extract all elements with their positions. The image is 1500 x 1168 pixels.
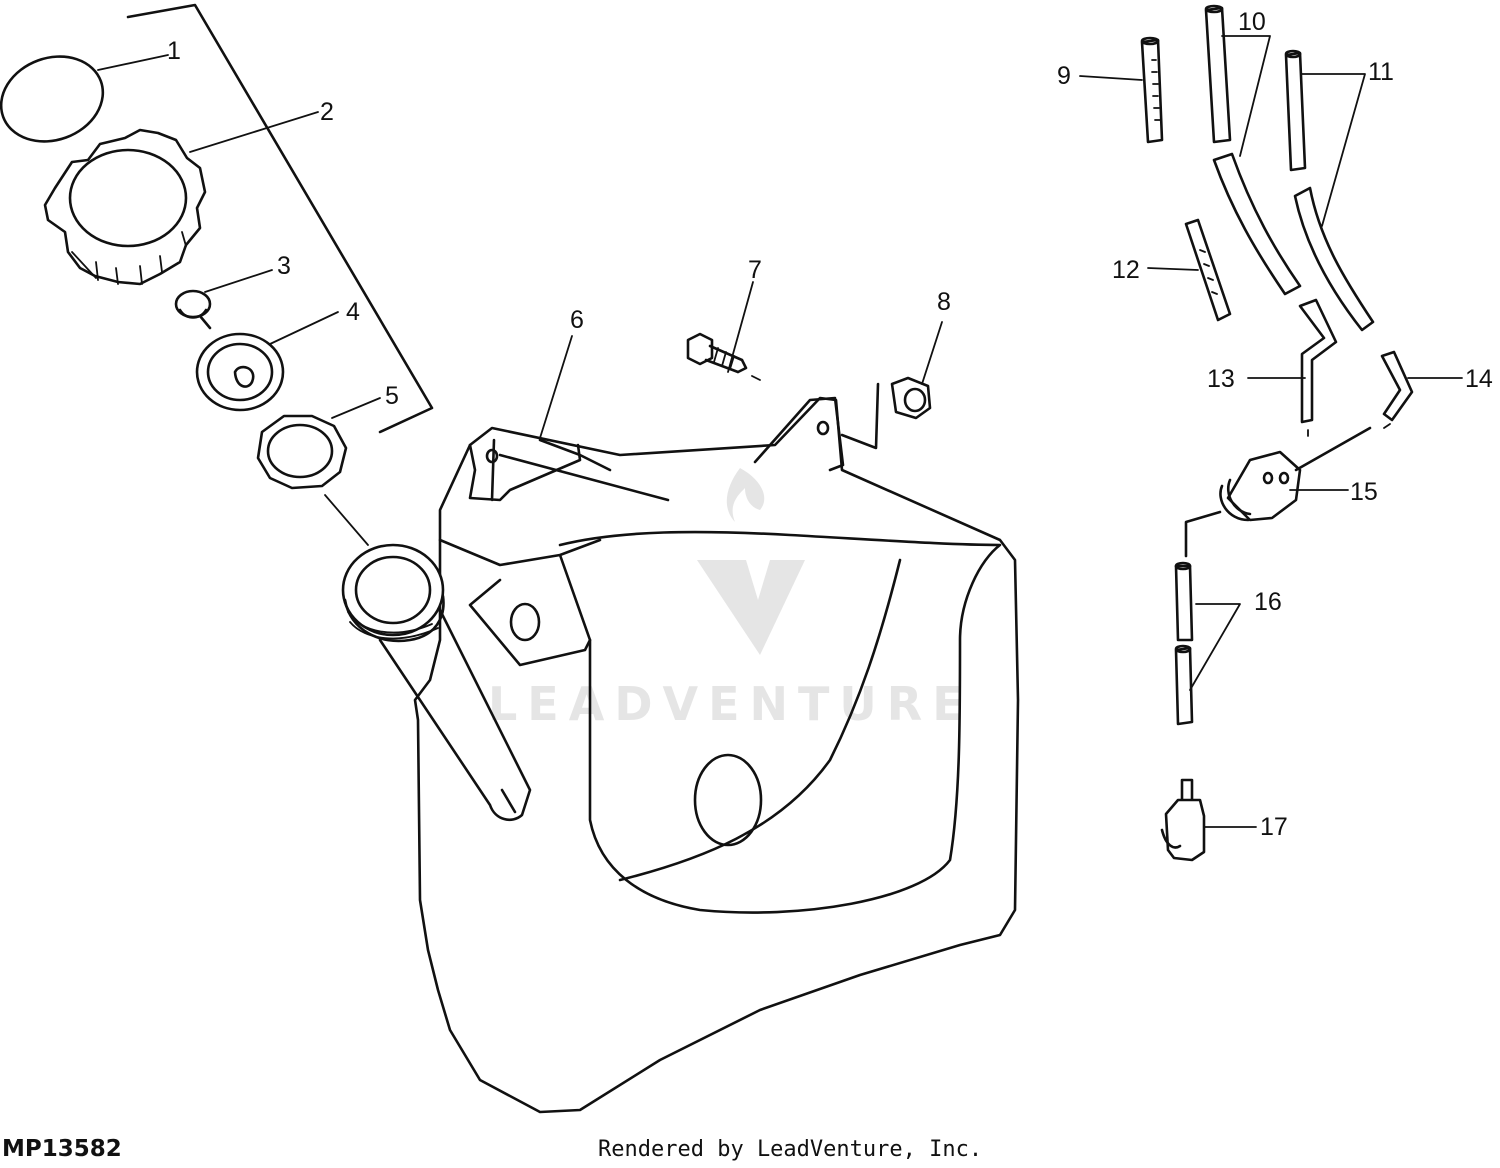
part-7-bolt — [686, 332, 761, 381]
watermark-text: LEADVENTURE — [488, 677, 974, 731]
part-6-fuel-tank — [341, 396, 1020, 1114]
callout-2: 2 — [320, 98, 334, 126]
figure-id: MP13582 — [2, 1136, 122, 1162]
part-12-hose — [1184, 218, 1232, 322]
part-10-hoses — [1204, 4, 1302, 296]
callout-17: 17 — [1260, 813, 1288, 841]
callout-14: 14 — [1465, 365, 1493, 393]
callout-7: 7 — [748, 256, 762, 284]
callout-11: 11 — [1368, 58, 1394, 86]
callout-3: 3 — [277, 252, 291, 280]
part-5-gasket — [256, 414, 348, 490]
leader-lines — [97, 35, 1463, 828]
kit-bracket — [126, 3, 434, 434]
part-14-elbow — [1380, 350, 1414, 429]
callout-5: 5 — [385, 382, 399, 410]
callout-12: 12 — [1112, 256, 1140, 284]
callout-16: 16 — [1254, 588, 1282, 616]
part-16-hoses — [1174, 561, 1194, 726]
part-15-shutoff-valve — [1184, 426, 1372, 558]
part-11-hoses — [1284, 49, 1375, 332]
part-4-strainer — [195, 332, 285, 412]
part-13-elbow-tube — [1298, 298, 1338, 437]
callout-13: 13 — [1207, 365, 1235, 393]
callout-9: 9 — [1057, 62, 1071, 90]
callout-8: 8 — [937, 288, 951, 316]
callouts: 1 2 3 4 5 6 7 8 9 10 11 12 13 14 15 16 1… — [167, 8, 1493, 841]
callout-1: 1 — [167, 37, 181, 65]
part-2-fuel-cap — [43, 128, 207, 286]
part-1-seal — [0, 55, 105, 143]
part-17-fitting — [1160, 778, 1206, 862]
callout-6: 6 — [570, 306, 584, 334]
part-8-nut — [840, 376, 932, 450]
watermark-logo: LEADVENTURE — [488, 468, 974, 731]
callout-15: 15 — [1350, 478, 1378, 506]
render-credit: Rendered by LeadVenture, Inc. — [598, 1137, 983, 1162]
callout-10: 10 — [1238, 8, 1266, 36]
part-3-vent-valve — [174, 289, 212, 330]
part-9-hose — [1140, 36, 1164, 144]
callout-4: 4 — [346, 298, 360, 326]
